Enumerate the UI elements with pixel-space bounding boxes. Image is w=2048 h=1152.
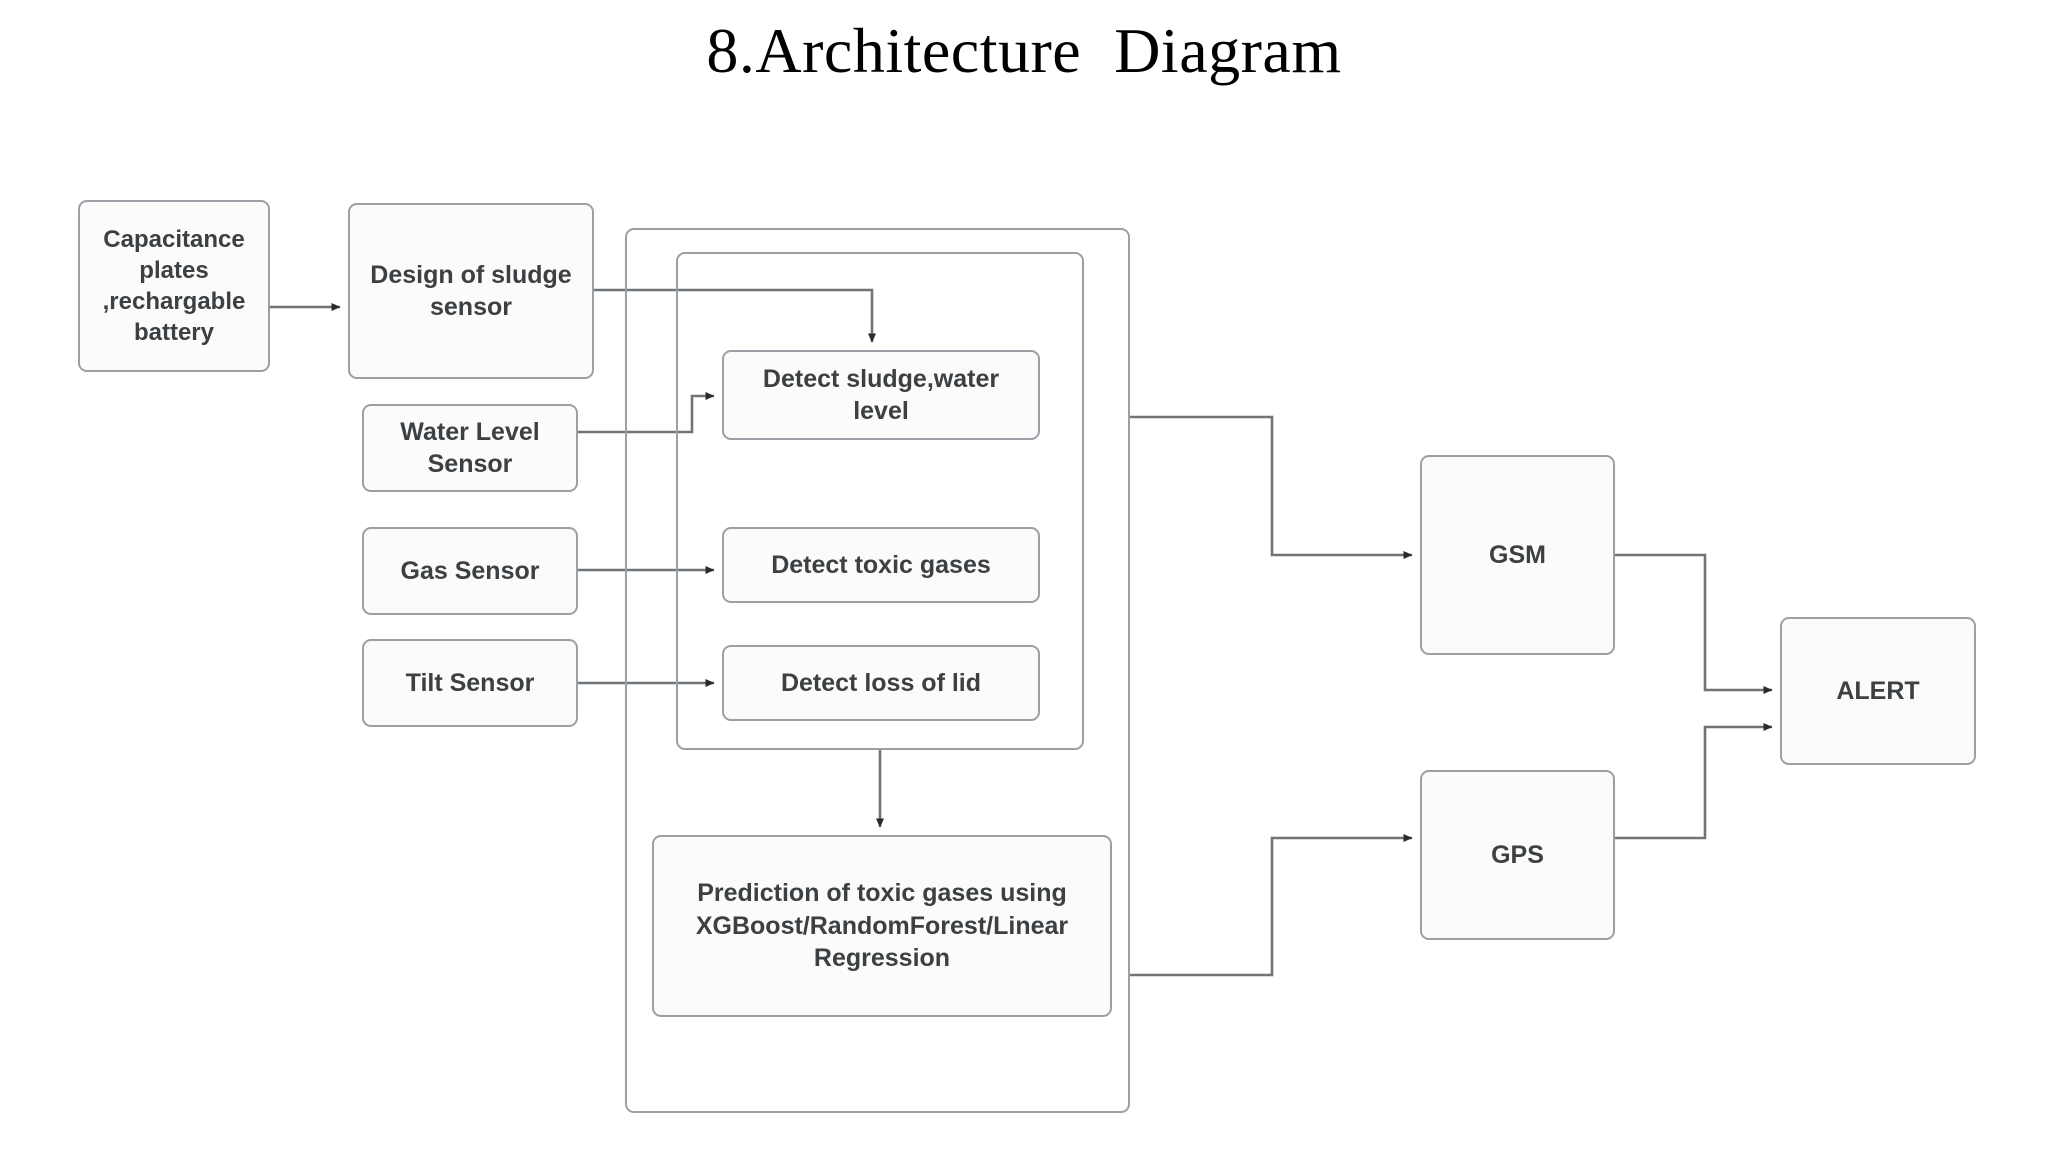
- node-gas-sensor[interactable]: Gas Sensor: [362, 527, 578, 615]
- page-title: 8.Architecture Diagram: [706, 15, 1342, 86]
- node-detect-toxic-gases[interactable]: Detect toxic gases: [722, 527, 1040, 603]
- outer-group-container: [625, 228, 1130, 1113]
- node-detect-loss-of-lid[interactable]: Detect loss of lid: [722, 645, 1040, 721]
- edge-gps-to-alert: [1615, 723, 1773, 840]
- node-water-level-sensor[interactable]: Water Level Sensor: [362, 404, 578, 492]
- edge-group-to-gsm: [1130, 415, 1413, 559]
- node-prediction-of-toxic-gases[interactable]: Prediction of toxic gases using XGBoost/…: [652, 835, 1112, 1017]
- node-design-of-sludge-sensor[interactable]: Design of sludge sensor: [348, 203, 594, 379]
- edge-gsm-to-alert: [1615, 553, 1773, 694]
- node-detect-sludge-water-level[interactable]: Detect sludge,water level: [722, 350, 1040, 440]
- node-gps[interactable]: GPS: [1420, 770, 1615, 940]
- node-gsm[interactable]: GSM: [1420, 455, 1615, 655]
- node-alert[interactable]: ALERT: [1780, 617, 1976, 765]
- node-capacitance-plates[interactable]: Capacitance plates ,rechargable battery: [78, 200, 270, 372]
- node-tilt-sensor[interactable]: Tilt Sensor: [362, 639, 578, 727]
- inner-group-container: [676, 252, 1084, 750]
- edge-prediction-to-gps: [1130, 834, 1413, 977]
